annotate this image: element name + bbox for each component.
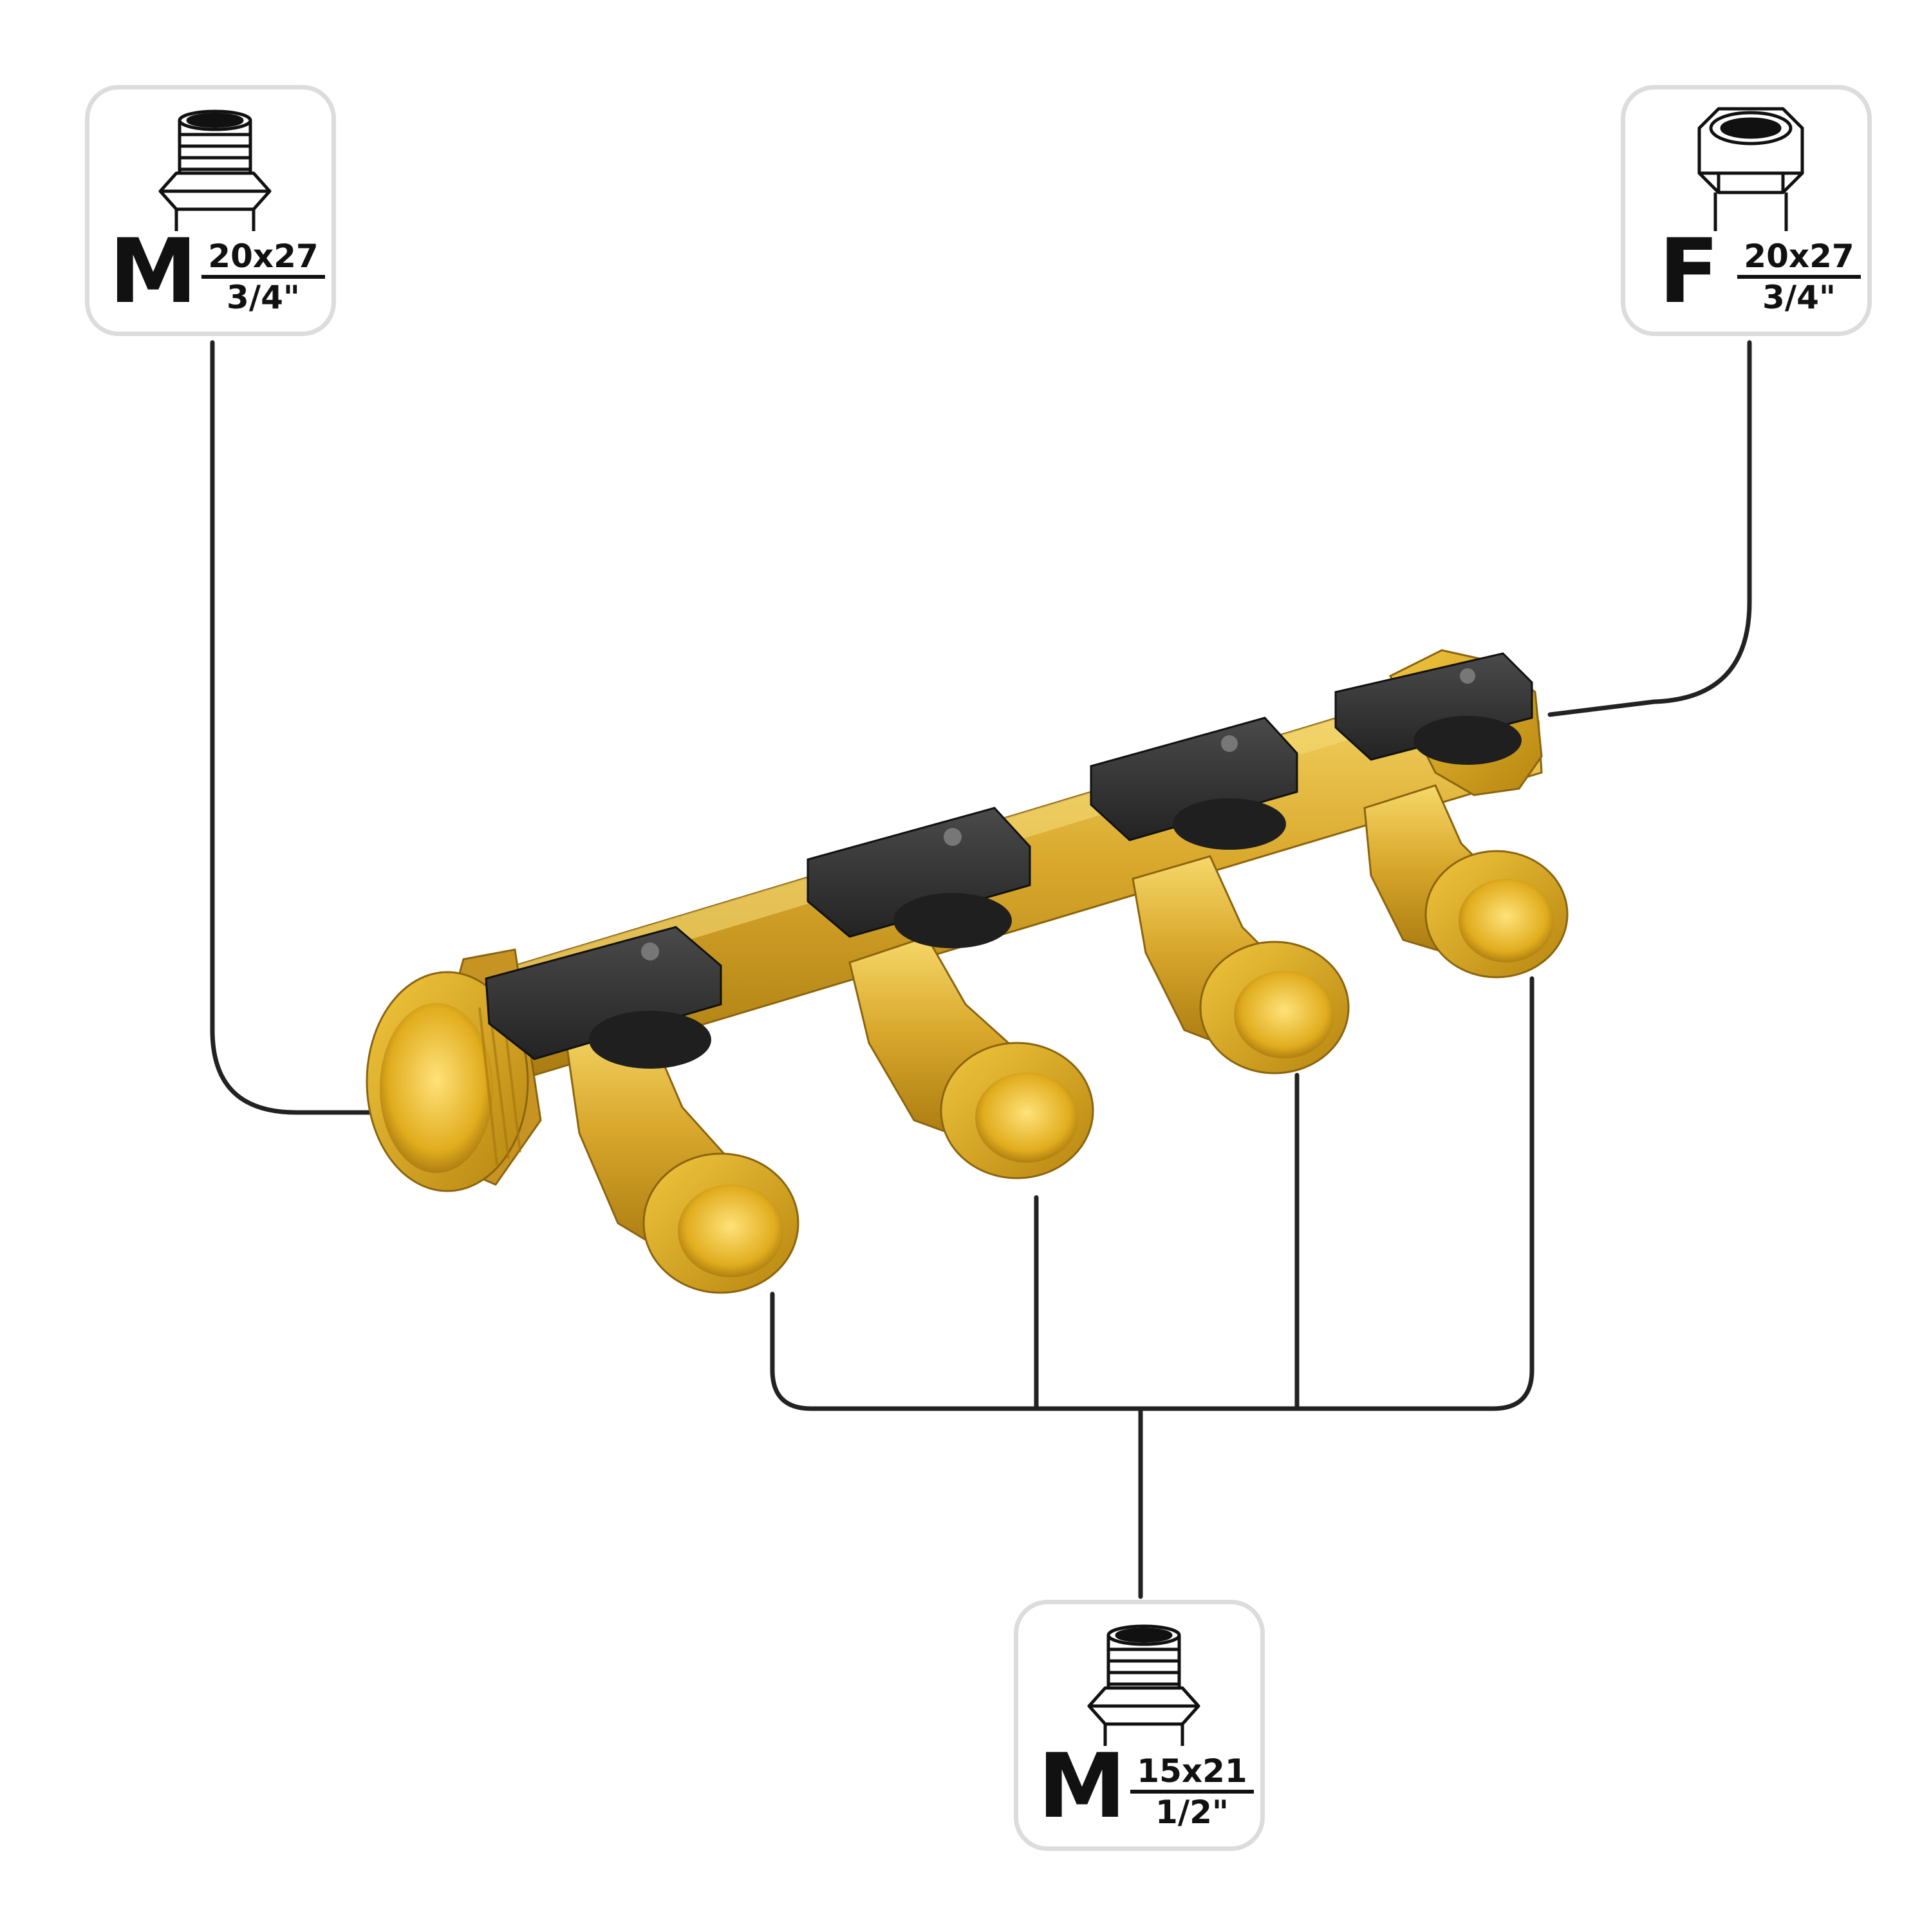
branch-port-3 xyxy=(1132,855,1350,1074)
fraction-bar xyxy=(1737,275,1861,279)
thread-size-metric: 15x21 xyxy=(1137,1752,1247,1790)
branch-port-2 xyxy=(848,935,1094,1179)
leader-line-branch xyxy=(770,976,1535,1599)
thread-gender-letter: M xyxy=(1038,1734,1126,1838)
leader-line-inlet xyxy=(210,340,373,1115)
outlet-spec-badge: F 20x27 3/4" xyxy=(1621,85,1872,336)
thread-gender-letter: F xyxy=(1658,220,1720,323)
leader-lines xyxy=(210,340,1752,1599)
branch-spec-badge: M 15x21 1/2" xyxy=(1014,1600,1265,1851)
fraction-bar xyxy=(1130,1790,1254,1794)
male-thread-fitting-icon xyxy=(158,109,272,231)
inlet-male-port xyxy=(366,948,542,1192)
inlet-spec-badge: M 20x27 3/4" xyxy=(85,85,336,336)
valve-handle-3 xyxy=(1090,717,1298,850)
thread-size-fraction: 15x21 1/2" xyxy=(1128,1754,1256,1831)
thread-size-inch: 3/4" xyxy=(227,279,300,316)
fraction-bar xyxy=(201,275,325,279)
thread-size-fraction: 20x27 3/4" xyxy=(199,239,328,316)
thread-size-metric: 20x27 xyxy=(1744,238,1854,275)
thread-size-inch: 3/4" xyxy=(1762,279,1836,316)
branch-port-1 xyxy=(565,1016,799,1294)
leader-line-outlet xyxy=(1547,340,1752,717)
thread-size-metric: 20x27 xyxy=(208,238,319,275)
thread-gender-letter: M xyxy=(109,220,198,323)
valve-handles xyxy=(485,652,1533,1069)
branch-port-4 xyxy=(1363,784,1569,979)
female-thread-fitting-icon xyxy=(1697,107,1804,231)
valve-handle-1 xyxy=(485,926,722,1069)
valve-handle-2 xyxy=(807,807,1031,948)
valve-handle-4 xyxy=(1334,652,1533,765)
thread-size-inch: 1/2" xyxy=(1155,1794,1229,1831)
male-thread-fitting-icon xyxy=(1087,1624,1200,1746)
thread-size-fraction: 20x27 3/4" xyxy=(1735,239,1863,316)
